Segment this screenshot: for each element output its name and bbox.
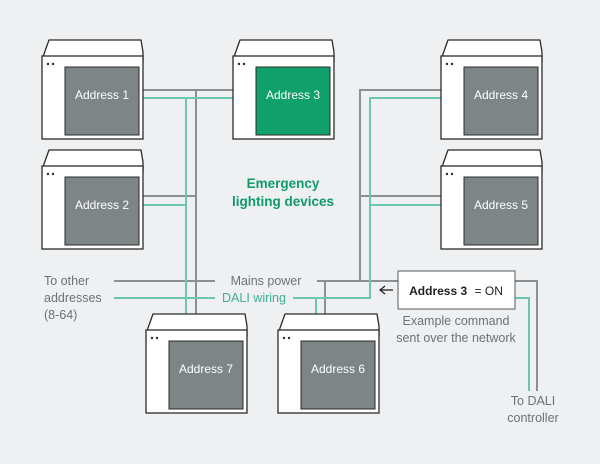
mains-trunk-right: [359, 89, 442, 282]
device-address-2: Address 2: [41, 149, 144, 250]
dali-to-controller: [514, 297, 530, 391]
other-addresses-line-3: (8-64): [44, 308, 77, 322]
dali-trunk-right: [369, 97, 442, 299]
device-screen: [300, 340, 376, 410]
command-arrow: [378, 285, 393, 295]
other-addresses-line-2: addresses: [44, 291, 102, 305]
device-address-4: Address 4: [440, 39, 543, 140]
device-label: Address 1: [75, 88, 129, 102]
command-caption-line-2: sent over the network: [396, 331, 516, 345]
device-indicator: [287, 336, 291, 340]
device-address-7: Address 7: [145, 313, 248, 414]
diagram-title-line-2: lighting devices: [232, 194, 334, 209]
wiring: [114, 89, 538, 391]
device-indicator: [155, 336, 159, 340]
device-label: Address 6: [311, 362, 365, 376]
device-label: Address 4: [474, 88, 528, 102]
diagram-title-line-1: Emergency: [247, 176, 320, 191]
device-indicator: [150, 336, 154, 340]
device-indicator: [46, 62, 50, 66]
device-indicator: [237, 62, 241, 66]
controller-line-2: controller: [507, 411, 558, 425]
device-screen: [463, 176, 539, 246]
device-label: Address 2: [75, 198, 129, 212]
device-address-3: Address 3: [232, 39, 335, 140]
device-indicator: [445, 172, 449, 176]
device-label: Address 5: [474, 198, 528, 212]
device-indicator: [282, 336, 286, 340]
command-caption-line-1: Example command: [403, 314, 510, 328]
device-screen: [64, 176, 140, 246]
device-indicator: [445, 62, 449, 66]
device-label: Address 7: [179, 362, 233, 376]
command-address: Address 3: [409, 284, 467, 298]
device-screen: [168, 340, 244, 410]
device-address-6: Address 6: [277, 313, 380, 414]
device-address-5: Address 5: [440, 149, 543, 250]
controller-line-1: To DALI: [511, 394, 555, 408]
mains-to-controller: [514, 280, 538, 391]
command-box: Address 3 = ON: [397, 270, 516, 310]
svg-text:Address 3 = ON: Address 3 = ON: [409, 284, 503, 298]
device-indicator: [51, 172, 55, 176]
command-value: = ON: [475, 284, 503, 298]
device-indicator: [450, 62, 454, 66]
devices: Address 1 Address 2 Address 3 Address 4 Addr…: [41, 39, 543, 414]
device-label: Address 3: [266, 88, 320, 102]
device-screen: [463, 66, 539, 136]
device-indicator: [46, 172, 50, 176]
mains-label-bg: [215, 273, 317, 289]
device-indicator: [242, 62, 246, 66]
device-screen: [64, 66, 140, 136]
other-addresses-line-1: To other: [44, 274, 89, 288]
device-indicator: [51, 62, 55, 66]
device-indicator: [450, 172, 454, 176]
device-screen: [255, 66, 331, 136]
mains-power-label: Mains power: [231, 274, 302, 288]
dali-wiring-label: DALI wiring: [222, 291, 286, 305]
dali-label-bg: [215, 290, 293, 306]
device-address-1: Address 1: [41, 39, 144, 140]
